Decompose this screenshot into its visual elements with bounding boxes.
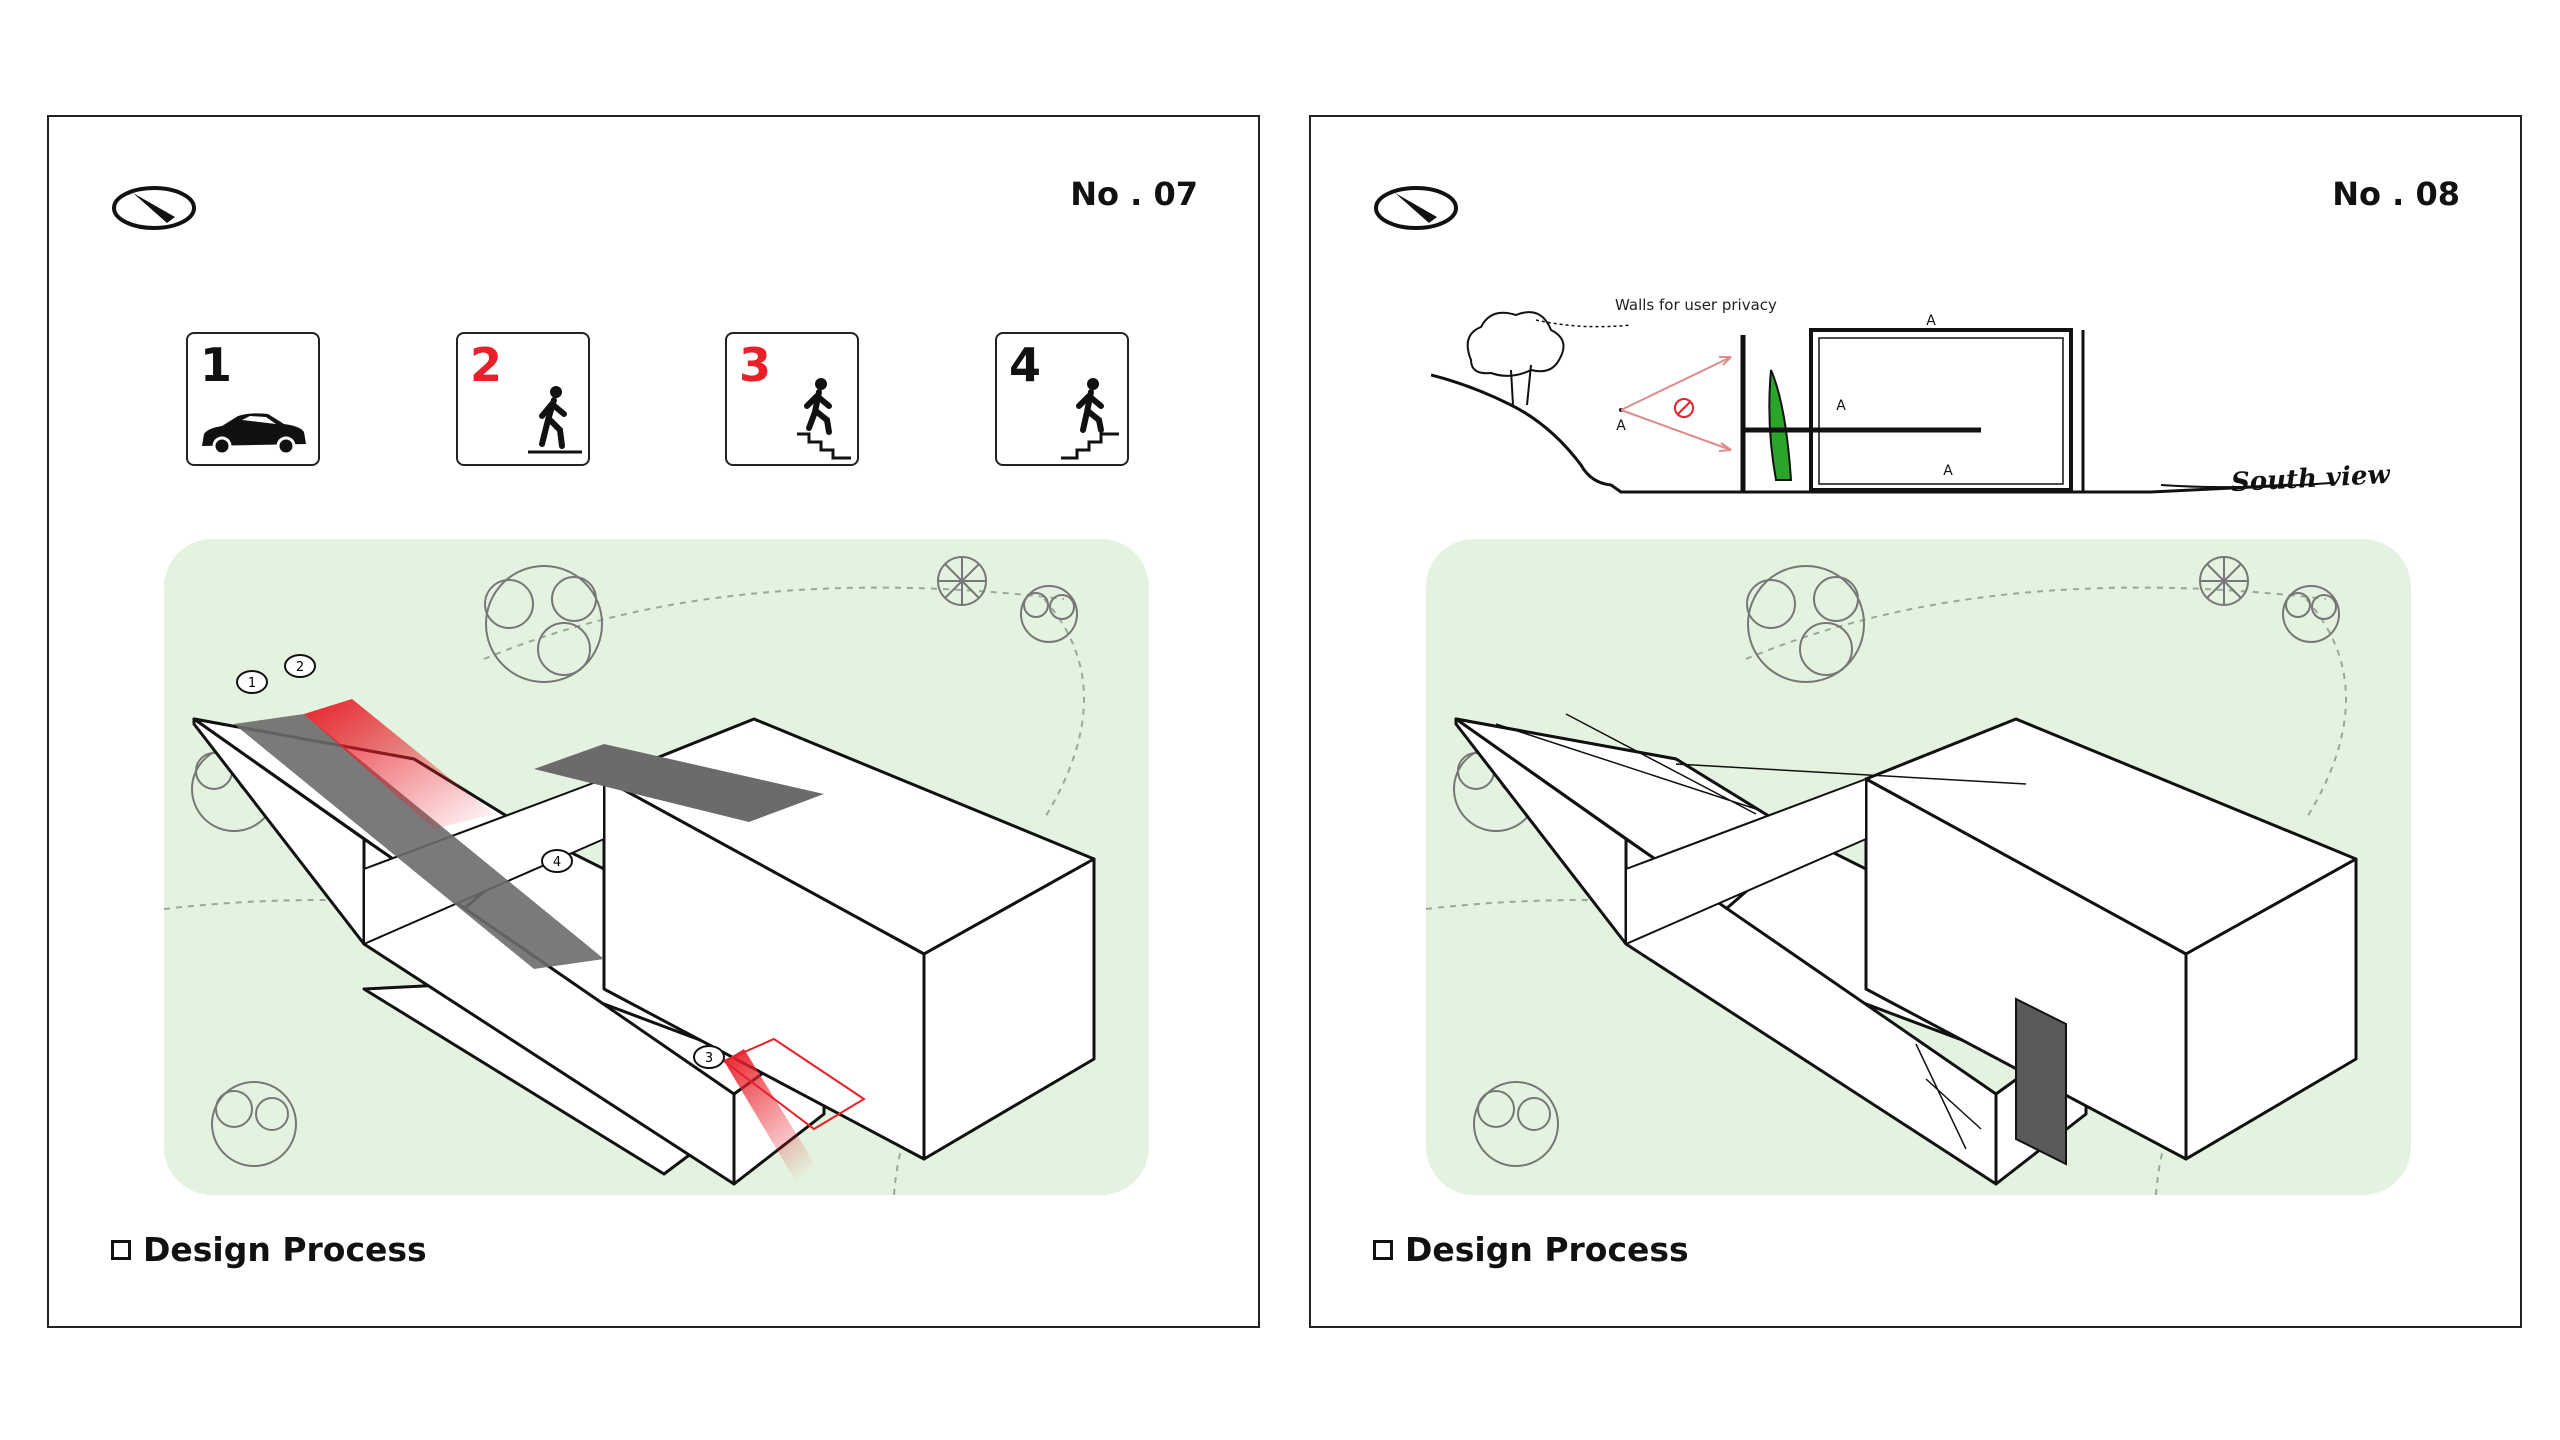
tree-icon (2282, 585, 2340, 643)
marker-1: 1 (236, 670, 268, 694)
footer-label: Design Process (111, 1230, 427, 1269)
tree-icon (1020, 585, 1078, 643)
tree-icon (1473, 1081, 1559, 1167)
building-mass (1454, 717, 2358, 1186)
ramp-2-red (304, 699, 494, 829)
svg-text:2: 2 (296, 660, 304, 675)
svg-text:3: 3 (705, 1051, 713, 1066)
panel-design-process-07: No . 07 1 2 3 4 (47, 115, 1260, 1328)
sketch-note: Walls for user privacy (1615, 296, 1777, 314)
marker-2: 2 (284, 654, 316, 678)
tree-sketch-icon (1466, 311, 1565, 406)
pedestrian-walking-icon (528, 386, 582, 454)
plant-icon (1768, 369, 1793, 481)
tree-icon (211, 1081, 297, 1167)
person-ascending-stairs-icon (1061, 378, 1119, 460)
step-number: 4 (1009, 338, 1042, 392)
person-descending-stairs-icon (797, 378, 851, 460)
svg-text:A: A (1616, 418, 1626, 434)
tree-top-icon (937, 556, 987, 606)
ramp-1-shade (234, 714, 604, 969)
checkbox-square-icon (111, 1239, 131, 1260)
svg-text:4: 4 (553, 855, 561, 870)
step-tile-stairs-up: 4 (995, 332, 1129, 466)
axonometric-site-plan (1426, 539, 2411, 1195)
checkbox-square-icon (1373, 1239, 1393, 1260)
marker-4: 4 (541, 849, 573, 873)
step-number: 3 (739, 338, 772, 392)
sheet-number: No . 08 (2332, 175, 2460, 213)
step-number: 1 (200, 338, 233, 392)
compass-logo-icon (112, 186, 196, 230)
svg-text:A: A (1943, 463, 1953, 479)
ramp-4-shade (534, 744, 824, 822)
south-section-sketch: A A A A (1431, 311, 2332, 494)
tree-top-icon (2199, 556, 2249, 606)
privacy-wall-panel (2015, 997, 2067, 1166)
step-number: 2 (470, 338, 503, 392)
step-tile-car: 1 (186, 332, 320, 466)
stair-3-outline (722, 1037, 866, 1131)
axonometric-site-plan: 1 2 3 4 (164, 539, 1149, 1195)
car-icon (202, 413, 306, 456)
svg-text:1: 1 (248, 676, 256, 691)
svg-text:A: A (1836, 398, 1846, 414)
sheet-number: No . 07 (1070, 175, 1198, 213)
footer-text: Design Process (1405, 1230, 1689, 1269)
tree-icon (1746, 565, 1865, 683)
marker-3: 3 (693, 1045, 725, 1069)
footer-text: Design Process (143, 1230, 427, 1269)
step-tile-stairs-down: 3 (725, 332, 859, 466)
tree-icon (484, 565, 603, 683)
panel-design-process-08: No . 08 A A A A Walls for user privacy S… (1309, 115, 2522, 1328)
step-tile-walk: 2 (456, 332, 590, 466)
svg-text:A: A (1926, 313, 1936, 329)
footer-label: Design Process (1373, 1230, 1689, 1269)
stair-3-red (724, 1049, 824, 1195)
compass-logo-icon (1374, 186, 1458, 230)
